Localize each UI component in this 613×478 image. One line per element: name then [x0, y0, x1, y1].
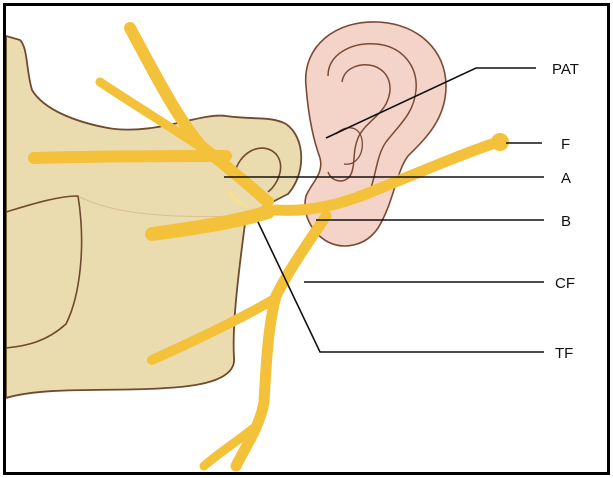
leader-tf — [258, 222, 544, 352]
label-pat: PAT — [552, 61, 579, 78]
label-tf: TF — [555, 345, 573, 362]
label-a: A — [561, 170, 571, 187]
nerve-left-branch — [34, 156, 226, 158]
diagram-frame: PAT F A B CF TF — [3, 3, 610, 475]
label-f: F — [561, 136, 570, 153]
nerve-end-f — [491, 133, 509, 151]
facial-nerve-diagram: PAT F A B CF TF — [6, 6, 607, 472]
label-cf: CF — [555, 275, 575, 292]
label-b: B — [561, 213, 571, 230]
